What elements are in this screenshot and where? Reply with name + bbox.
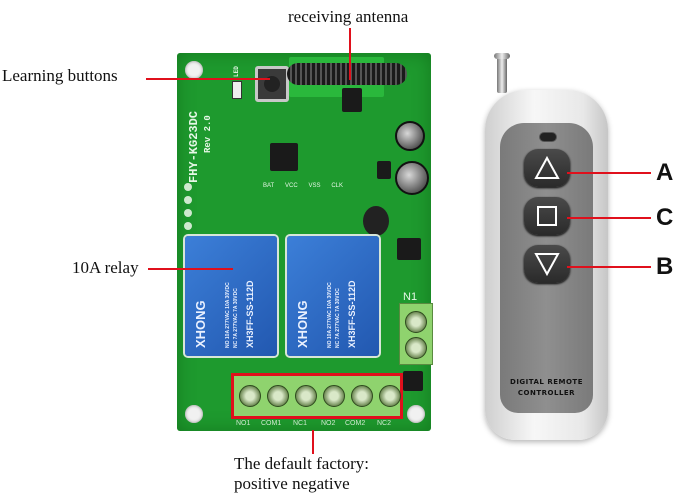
remote-brand-line2: CONTROLLER — [517, 389, 576, 397]
remote-panel: DIGITAL REMOTE CONTROLLER — [500, 123, 593, 413]
screw-icon — [405, 337, 427, 359]
output-terminal-block — [231, 373, 403, 419]
antenna-leader-line — [349, 28, 351, 80]
learning-buttons-leader-line — [146, 78, 270, 80]
learning-buttons-annotation: Learning buttons — [2, 66, 118, 85]
inductor — [363, 206, 389, 236]
button-b-letter: B — [656, 253, 674, 280]
relay-brand: XHONG — [193, 300, 208, 348]
relay-rating: NC 7A 277VAC 7A 30VDC — [233, 288, 239, 348]
screw-icon — [267, 385, 289, 407]
relay-rating: NC 7A 277VAC 7A 30VDC — [335, 288, 341, 348]
screw-icon — [351, 385, 373, 407]
factory-annotation-line2: positive negative — [234, 474, 350, 493]
decoder-chip — [270, 143, 298, 171]
pad-label: VCC — [285, 183, 298, 189]
relay-1: XHONG XH3FF-SS-112D NC 7A 277VAC 7A 30VD… — [185, 236, 277, 356]
relay-model: XH3FF-SS-112D — [245, 280, 255, 348]
remote-antenna-tip — [494, 53, 510, 59]
header-pin — [184, 196, 192, 204]
remote-button-b[interactable] — [524, 245, 570, 283]
terminal-label: NC1 — [293, 420, 308, 427]
screw-icon — [405, 311, 427, 333]
header-pin — [184, 183, 192, 191]
led-label: LED — [233, 66, 240, 77]
terminal-label: NO1 — [236, 420, 251, 427]
screw-icon — [239, 385, 261, 407]
remote-antenna — [497, 55, 507, 93]
learning-button[interactable] — [255, 66, 289, 102]
screw-icon — [323, 385, 345, 407]
terminal-label: NO2 — [321, 420, 336, 427]
receiver-board: FHY-KG23DC Rev 2.0 LED BAT VCC VSS CLK X… — [177, 53, 433, 431]
driver-chip — [397, 238, 421, 260]
terminal-label: COM1 — [261, 420, 282, 427]
power-terminal — [399, 303, 433, 365]
remote-button-c[interactable] — [524, 197, 570, 235]
mounting-hole — [185, 61, 203, 79]
led — [232, 81, 242, 99]
mounting-hole — [185, 405, 203, 423]
relay-model: XH3FF-SS-112D — [347, 280, 357, 348]
screw-icon — [379, 385, 401, 407]
button-c-leader-line — [567, 217, 651, 219]
relay-annotation: 10A relay — [72, 258, 139, 277]
relay-rating: NO 10A 277VAC 10A 30VDC — [225, 282, 231, 348]
remote-led — [539, 132, 557, 142]
pad-label: VSS — [308, 183, 321, 189]
remote-control: DIGITAL REMOTE CONTROLLER — [485, 90, 608, 440]
pad-labels: BAT VCC VSS CLK — [263, 183, 343, 189]
remote-brand-line1: DIGITAL REMOTE — [510, 378, 583, 386]
square-icon — [537, 206, 557, 226]
board-revision: Rev 2.0 — [203, 115, 213, 153]
factory-annotation-line1: The default factory: — [234, 454, 369, 473]
relay-2: XHONG XH3FF-SS-112D NC 7A 277VAC 7A 30VD… — [287, 236, 379, 356]
antenna-annotation: receiving antenna — [288, 7, 409, 26]
header-pin — [184, 209, 192, 217]
capacitor — [395, 161, 429, 195]
screw-icon — [295, 385, 317, 407]
transistor — [403, 371, 423, 391]
capacitor — [395, 121, 425, 151]
input-label: N1 — [403, 291, 418, 303]
terminal-label: COM2 — [345, 420, 366, 427]
header-pin — [184, 222, 192, 230]
relay-rating: NO 10A 277VAC 10A 30VDC — [327, 282, 333, 348]
button-a-leader-line — [567, 172, 651, 174]
pad-label: BAT — [263, 183, 275, 189]
relay-leader-line — [148, 268, 233, 270]
regulator-chip — [377, 161, 391, 179]
antenna-coil — [287, 63, 407, 85]
board-model: FHY-KG23DC — [187, 110, 201, 183]
rf-chip — [342, 88, 362, 112]
remote-button-a[interactable] — [524, 149, 570, 187]
triangle-down-icon — [534, 253, 560, 277]
mounting-hole — [407, 405, 425, 423]
terminal-label: NC2 — [377, 420, 392, 427]
button-c-letter: C — [656, 204, 674, 231]
button-b-leader-line — [567, 266, 651, 268]
button-a-letter: A — [656, 159, 674, 186]
triangle-up-icon — [534, 155, 560, 179]
pad-label: CLK — [331, 183, 343, 189]
factory-leader-line — [312, 430, 314, 454]
relay-brand: XHONG — [295, 300, 310, 348]
